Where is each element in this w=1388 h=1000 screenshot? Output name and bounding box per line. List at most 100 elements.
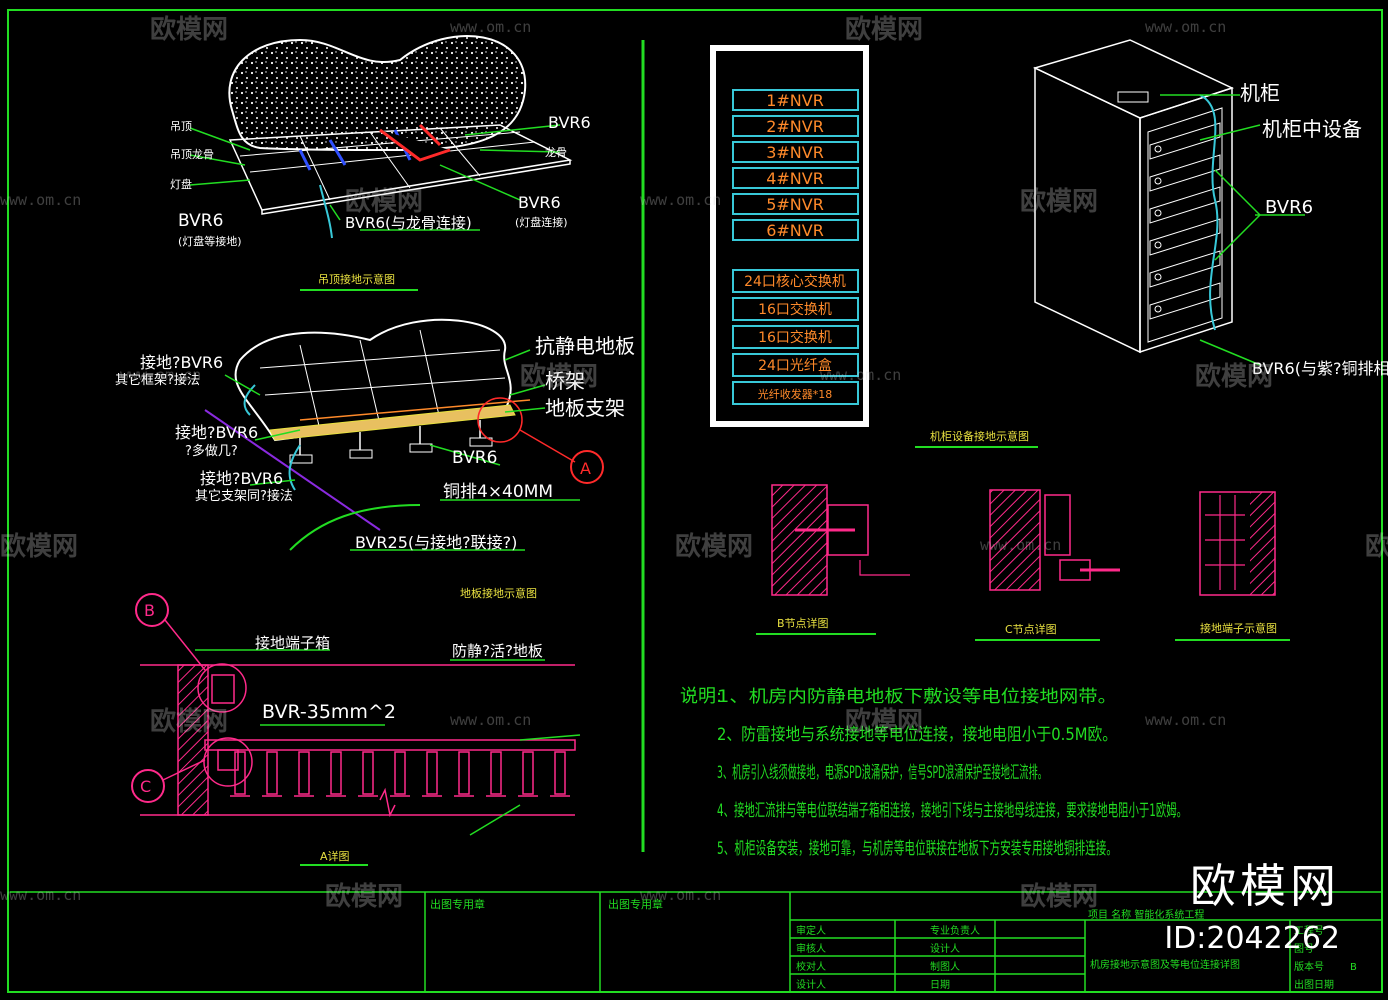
floor-title: 地板接地示意图 [460,586,537,600]
watermark-url: www.om.cn [120,366,201,384]
watermark-brand: 欧模网 [1020,186,1098,217]
node-c-title: C节点详图 [1005,622,1057,636]
floor-pedestal [330,751,342,795]
floor-label-antistatic: 抗静电地板 [535,334,635,358]
floor-label-bvr25: BVR25(与接地?联接?) [355,533,517,552]
role-label: 专业负责人 [930,924,980,937]
floor-label-support: 地板支架 [545,396,625,420]
title-cell-label: 图号 [1294,943,1314,955]
watermark-brand: 欧模网 [0,531,78,562]
node-details: B节点详图 C节点详图 接地端子示意图 [756,484,1290,641]
note-item: 4、接地汇流排与等电位联结端子箱相连接，接地引下线与主接地母线连接，要求接地电阻… [717,801,1187,821]
ceiling-label-right-1: 龙骨 [545,146,567,159]
node-d-title: 接地端子示意图 [1200,621,1277,635]
switch-slot [732,297,859,321]
role-label: 设计人 [796,978,826,991]
cabinet-unit-knob [1154,241,1162,249]
floor-pedestal [458,751,470,795]
title-block-text: 出图专用章 出图专用章 项目 名称 智能化系统工程 机房接地示意图及等电位连接详… [430,897,1357,991]
watermark-url: www.om.cn [640,191,721,209]
floor-pedestal [234,751,246,795]
watermark-url: www.om.cn [0,886,81,904]
section-title: A详图 [320,849,350,863]
cabinet-unit-knob [1154,273,1162,281]
ceiling-label-1: 吊顶 [170,120,192,133]
section-label-box: 接地端子箱 [255,634,330,652]
switch-slot [732,325,859,349]
stamp-2: 出图专用章 [608,897,663,911]
rack-slot [732,141,859,163]
watermark-brand: 欧模网 [1365,531,1388,562]
cabinet-bottom-label: BVR6(与紫?铜排相? [1252,359,1388,378]
rack-slot [732,193,859,215]
ceiling-label-3: 灯盘 [170,177,192,191]
cabinet-unit [1149,282,1221,320]
ceiling-label-bvr6-top: BVR6 [548,113,591,132]
role-label: 制图人 [930,960,960,973]
watermark-url: www.om.cn [820,366,901,384]
cabinet-unit [1149,218,1221,256]
switch-slot [732,381,859,405]
stamp-1: 出图专用章 [430,897,485,911]
title-cell-label: 工程号 [1294,925,1324,937]
floor-label-ground1-sub: 其它框架?接法 [115,372,200,388]
ceiling-label-bvr6-left-sub: (灯盘等接地) [178,234,242,248]
notes: 说明: 1、机房内防静电地板下敷设等电位接地网带。 2、防雷接地与系统接地等电位连… [680,686,1187,859]
watermark-brand: 欧模网 [845,14,923,45]
brand-watermark: 欧模网 [1190,859,1340,913]
watermark-url: www.om.cn [450,711,531,729]
project-name: 项目 名称 智能化系统工程 [1088,908,1204,921]
section-detail: B C 接地端子箱 防静?活?地板 BVR-35mm^2 A详图 [131,593,581,866]
floor-pedestal [522,751,534,795]
floor-pedestal [298,751,310,795]
role-label: 校对人 [796,960,826,973]
rack-slot [732,115,859,137]
title-cell-label: 出图日期 [1294,978,1334,991]
floor-label-ground3-sub: 其它支架同?接法 [195,488,293,504]
switch-slot-label: 24口核心交换机 [744,273,846,290]
section-label-cable: BVR-35mm^2 [262,701,396,723]
cabinet-label: 机柜 [1240,81,1280,105]
floor-pedestal [394,751,406,795]
rack-slot [732,89,859,111]
watermark-brand: 欧模网 [1020,881,1098,912]
notes-head: 说明: [680,686,722,707]
watermark-brand: 欧模网 [675,531,753,562]
floor-pedestal [554,751,566,795]
ceiling-label-bvr6-right-sub: (灯盘连接) [515,215,568,229]
watermark-url: www.om.cn [640,886,721,904]
rack-elevation: 1#NVR2#NVR3#NVR4#NVR5#NVR6#NVR24口核心交换机16… [710,45,869,427]
watermarks: 欧模网欧模网欧模网欧模网欧模网欧模网欧模网欧模网欧模网欧模网欧模网欧模网欧模网w… [0,14,1388,912]
ceiling-title: 吊顶接地示意图 [318,272,395,286]
switch-slot [732,269,859,293]
cabinet-unit [1149,186,1221,224]
watermark-brand: 欧模网 [845,706,923,737]
section-label-floor: 防静?活?地板 [452,642,543,660]
marker-a: A [580,459,591,478]
note-item: 1、机房内防静电地板下敷设等电位接地网带。 [717,687,1117,707]
marker-b: B [144,601,155,620]
cabinet-detail: 机柜 机柜中设备 BVR6 BVR6(与紫?铜排相? 机柜设备接地示意图 [915,39,1388,448]
rack-slot [732,167,859,189]
watermark-url: www.om.cn [0,191,81,209]
switch-slot-label: 16口交换机 [758,329,832,346]
rack-slot-label: 4#NVR [766,169,824,188]
watermark-url: www.om.cn [1145,18,1226,36]
floor-pedestal [266,751,278,795]
role-label: 日期 [930,979,950,991]
ceiling-label-2: 吊顶龙骨 [170,148,214,161]
id-watermark: ID:2042262 [1164,921,1340,956]
floor-pedestal [490,751,502,795]
floor-label-ground2: 接地?BVR6 [175,423,258,442]
ceiling-detail: 吊顶 吊顶龙骨 灯盘 BVR6 (灯盘等接地) BVR6(与龙骨连接) BVR6… [170,35,591,291]
note-item: 2、防雷接地与系统接地等电位连接，接地电阻小于0.5M欧。 [717,725,1117,745]
floor-label-ground3: 接地?BVR6 [200,469,283,488]
cabinet-title: 机柜设备接地示意图 [930,429,1029,443]
rack-slot-label: 5#NVR [766,195,824,214]
watermark-brand: 欧模网 [1195,361,1273,392]
ceiling-label-bvr6-center: BVR6(与龙骨连接) [345,214,472,232]
rack-slot-label: 2#NVR [766,117,824,136]
frame-border [7,9,1383,993]
watermark-brand: 欧模网 [520,361,598,392]
